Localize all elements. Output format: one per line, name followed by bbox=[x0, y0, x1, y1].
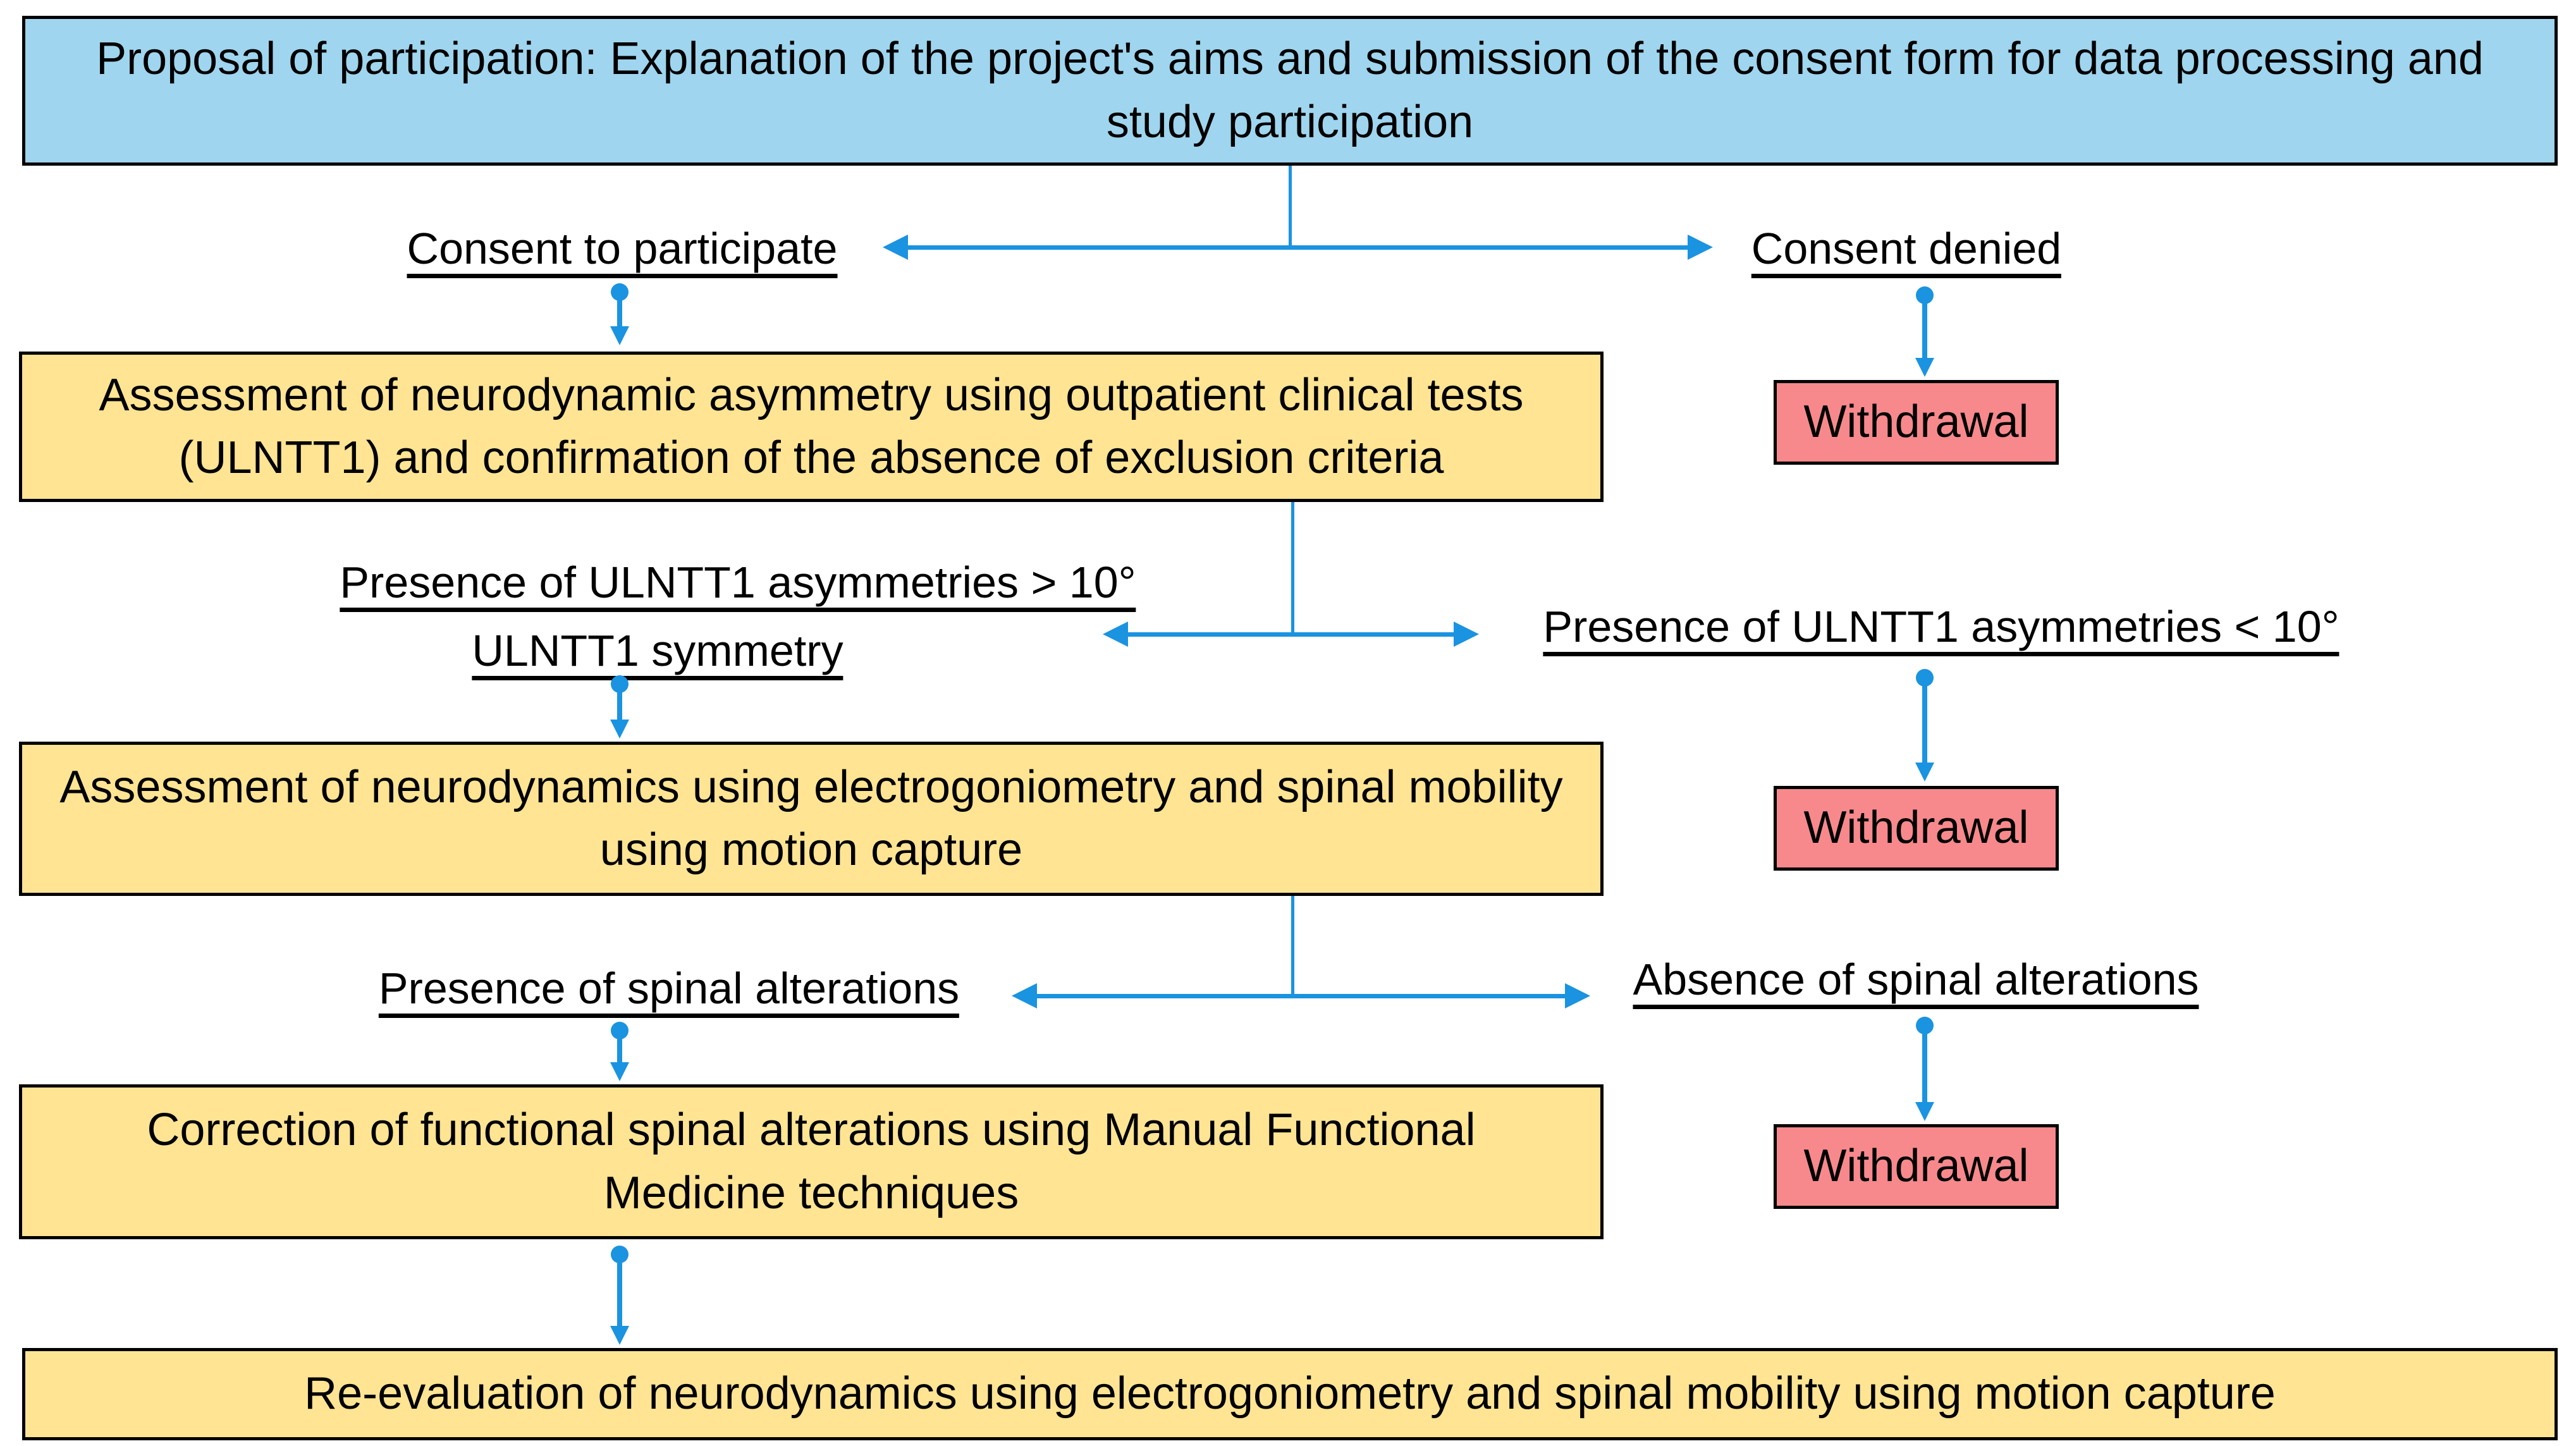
branch1-stem bbox=[1289, 166, 1292, 247]
branch2-stem bbox=[1291, 502, 1294, 634]
presence-spinal-alterations-label: Presence of spinal alterations bbox=[378, 966, 960, 1018]
clinical-assessment-box-text: Assessment of neurodynamic asymmetry usi… bbox=[99, 369, 1524, 483]
arrow-dot-icon bbox=[1916, 1017, 1934, 1034]
consent-denied-label: Consent denied bbox=[1751, 226, 2062, 278]
branch3-arrowhead-left-icon bbox=[1012, 983, 1037, 1008]
arrow-dot-icon bbox=[611, 1246, 629, 1263]
absence-spinal-alterations-label: Absence of spinal alterations bbox=[1633, 957, 2199, 1009]
clinical-assessment-box: Assessment of neurodynamic asymmetry usi… bbox=[19, 352, 1604, 502]
reevaluation-box-text: Re-evaluation of neurodynamics using ele… bbox=[304, 1368, 2276, 1419]
arrow-dot-icon bbox=[1916, 669, 1934, 687]
arrowhead-down-icon bbox=[1915, 358, 1934, 377]
arrow-correction-to-reevaluation bbox=[610, 1246, 629, 1345]
arrow-presence-to-correction bbox=[610, 1022, 629, 1081]
arrowhead-down-icon bbox=[1915, 1102, 1934, 1121]
instrumental-assessment-box-text: Assessment of neurodynamics using electr… bbox=[59, 761, 1563, 875]
branch2-arrowhead-right-icon bbox=[1454, 622, 1479, 647]
consent-to-participate-label: Consent to participate bbox=[407, 226, 838, 278]
branch2-line bbox=[1128, 632, 1454, 637]
arrowhead-down-icon bbox=[610, 1062, 629, 1081]
arrow-dot-icon bbox=[611, 283, 629, 301]
proposal-box: Proposal of participation: Explanation o… bbox=[22, 16, 2558, 166]
branch3-arrowhead-right-icon bbox=[1565, 983, 1590, 1008]
withdrawal-box-3: Withdrawal bbox=[1774, 1124, 2059, 1209]
branch2-arrowhead-left-icon bbox=[1103, 622, 1128, 647]
arrow-dot-icon bbox=[611, 675, 629, 693]
branch1-arrowhead-right-icon bbox=[1688, 235, 1713, 260]
instrumental-assessment-box: Assessment of neurodynamics using electr… bbox=[19, 742, 1604, 896]
arrowhead-down-icon bbox=[610, 326, 629, 345]
branch3-stem bbox=[1291, 896, 1294, 996]
arrowhead-down-icon bbox=[610, 720, 629, 738]
withdrawal-box-2: Withdrawal bbox=[1774, 786, 2059, 871]
arrow-symmetry-to-instrumental-assessment bbox=[610, 675, 629, 738]
ulntt1-symmetry-label: ULNTT1 symmetry bbox=[472, 628, 843, 680]
proposal-box-text: Proposal of participation: Explanation o… bbox=[96, 34, 2484, 147]
correction-box: Correction of functional spinal alterati… bbox=[19, 1084, 1604, 1239]
withdrawal-box-1: Withdrawal bbox=[1774, 380, 2059, 465]
arrow-lt10-to-withdrawal bbox=[1915, 669, 1934, 781]
branch1-arrowhead-left-icon bbox=[883, 235, 908, 260]
reevaluation-box: Re-evaluation of neurodynamics using ele… bbox=[22, 1348, 2558, 1440]
arrow-consent-to-clinical-assessment bbox=[610, 283, 629, 345]
arrowhead-down-icon bbox=[1915, 763, 1934, 781]
arrow-denied-to-withdrawal bbox=[1915, 286, 1934, 377]
branch3-line bbox=[1037, 994, 1565, 998]
arrow-absence-to-withdrawal bbox=[1915, 1017, 1934, 1121]
arrow-dot-icon bbox=[1916, 286, 1934, 304]
presence-asymmetries-gt10-label: Presence of ULNTT1 asymmetries > 10° bbox=[340, 560, 1136, 612]
arrowhead-down-icon bbox=[610, 1326, 629, 1345]
arrow-dot-icon bbox=[611, 1022, 629, 1039]
correction-box-text: Correction of functional spinal alterati… bbox=[147, 1105, 1476, 1218]
branch1-line bbox=[908, 245, 1688, 250]
presence-asymmetries-lt10-label: Presence of ULNTT1 asymmetries < 10° bbox=[1543, 604, 2340, 656]
